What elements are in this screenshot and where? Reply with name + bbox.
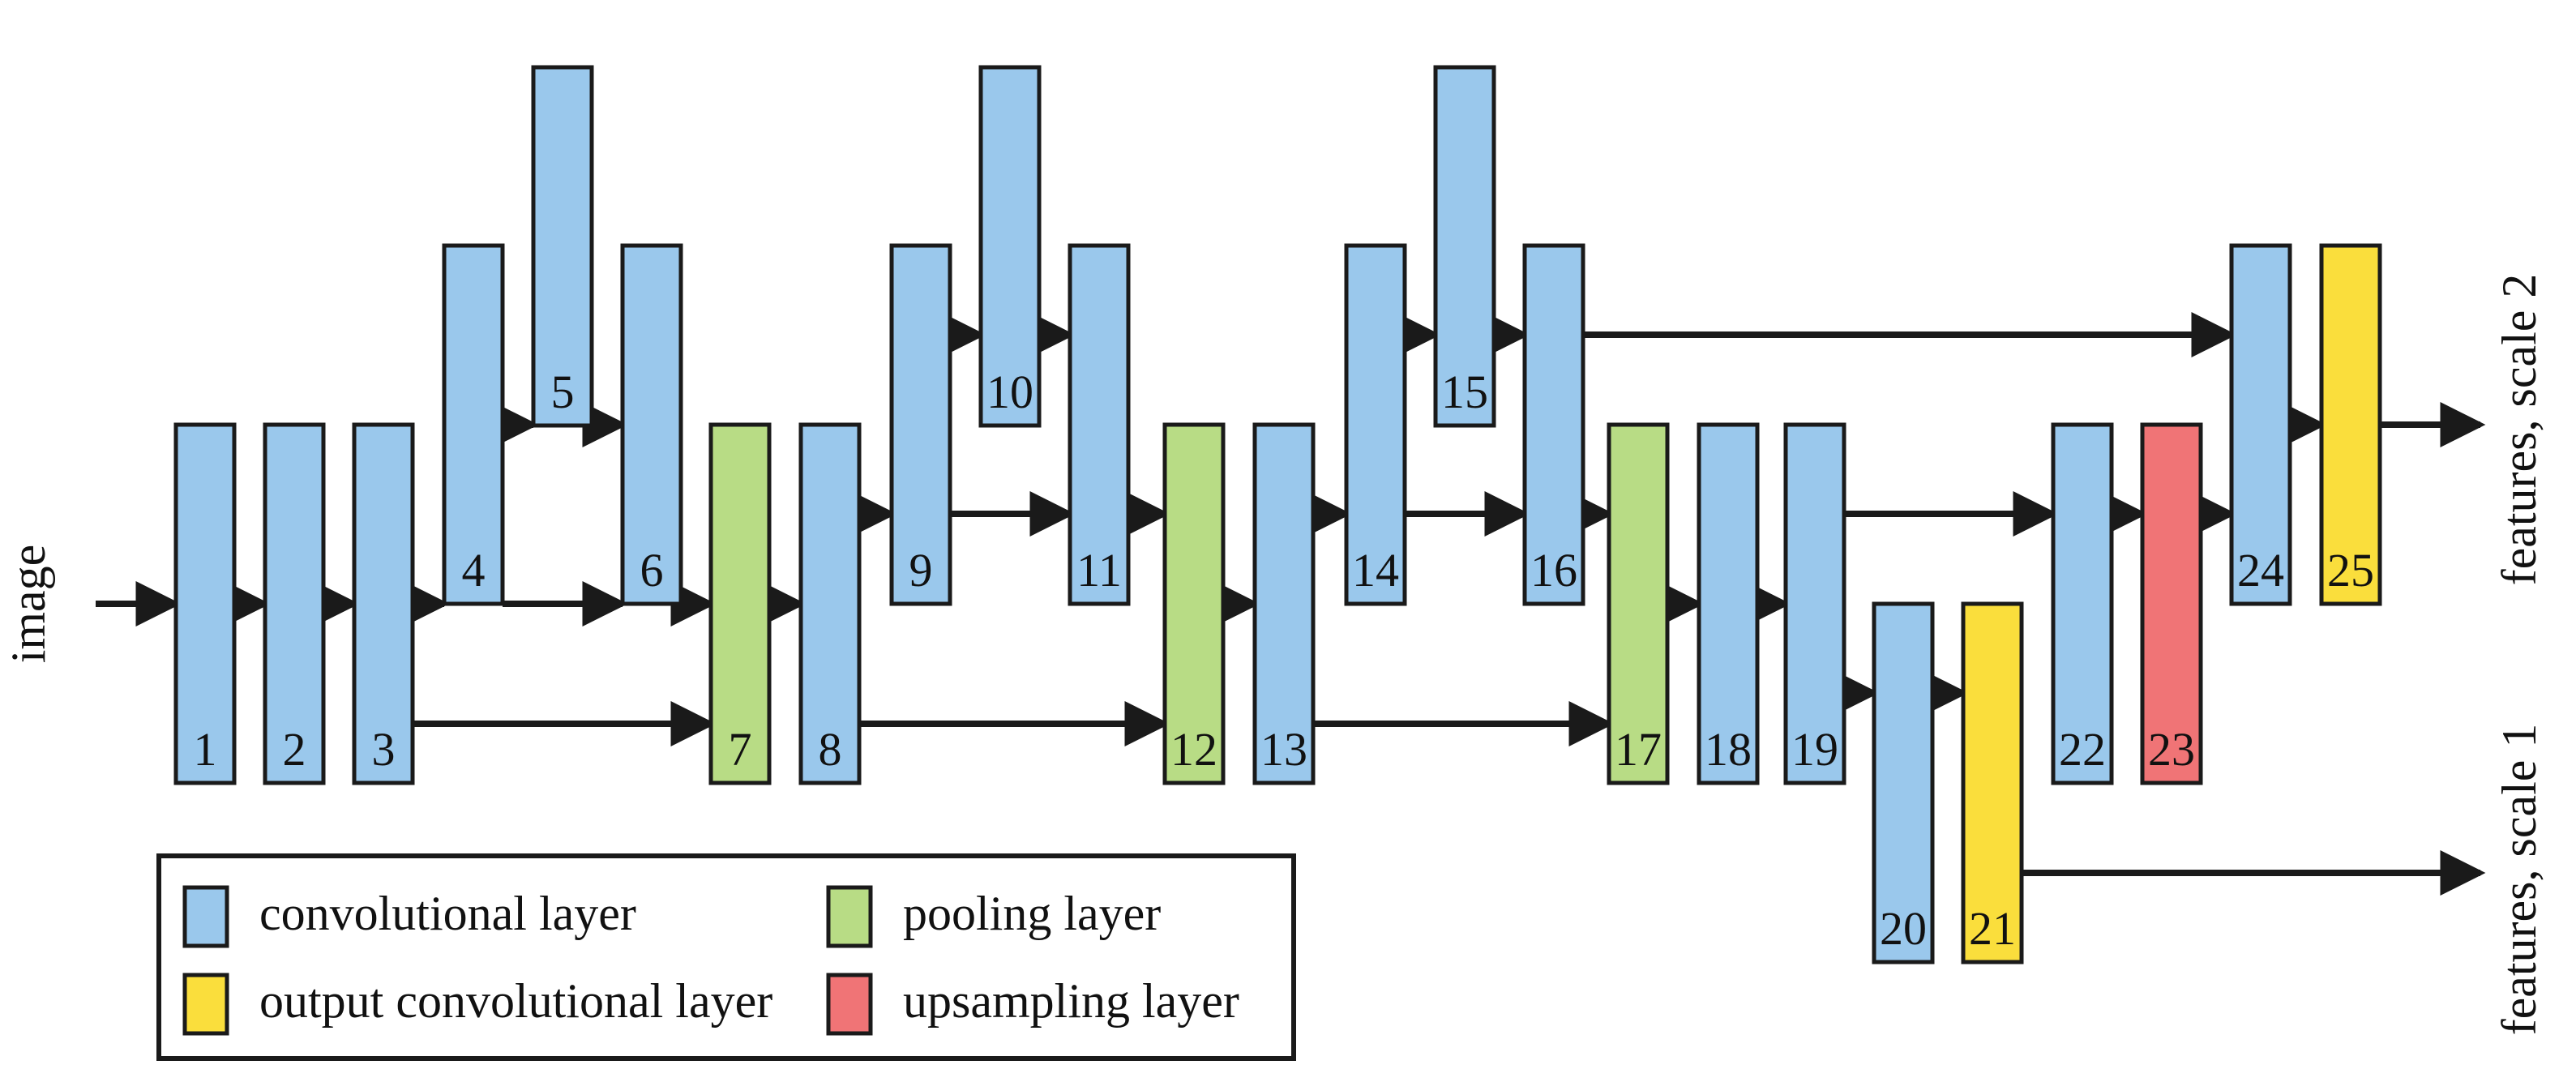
layer-22-convolutional-layer[interactable] bbox=[2051, 422, 2114, 785]
layer-8-label: 8 bbox=[819, 723, 842, 776]
layer-7-label: 7 bbox=[729, 723, 752, 776]
legend-border bbox=[156, 853, 1296, 1061]
layer-20-convolutional-layer[interactable] bbox=[1872, 601, 1935, 964]
layer-17-pooling-layer[interactable] bbox=[1607, 422, 1670, 785]
output-label-scale-2: features, scale 2 bbox=[2493, 274, 2546, 586]
layer-13-label: 13 bbox=[1260, 723, 1307, 776]
layers-group bbox=[173, 65, 2382, 964]
layer-22-label: 22 bbox=[2059, 723, 2106, 776]
input-label: image bbox=[2, 545, 55, 664]
layer-23-upsampling-layer[interactable] bbox=[2140, 422, 2203, 785]
layer-2-label: 2 bbox=[283, 723, 306, 776]
layer-17-label: 17 bbox=[1615, 723, 1662, 776]
layer-6-convolutional-layer[interactable] bbox=[620, 243, 683, 606]
layer-12-label: 12 bbox=[1170, 723, 1217, 776]
layer-18-label: 18 bbox=[1705, 723, 1752, 776]
layer-3-convolutional-layer[interactable] bbox=[352, 422, 415, 785]
layer-19-label: 19 bbox=[1791, 723, 1838, 776]
layer-9-label: 9 bbox=[909, 544, 933, 597]
layer-11-label: 11 bbox=[1076, 544, 1122, 597]
legend-swatch-convolutional-layer bbox=[182, 885, 229, 948]
legend-swatch-pooling-layer bbox=[826, 885, 873, 948]
layer-2-convolutional-layer[interactable] bbox=[263, 422, 326, 785]
layer-14-label: 14 bbox=[1352, 544, 1399, 597]
layer-3-label: 3 bbox=[372, 723, 396, 776]
layer-10-label: 10 bbox=[986, 366, 1033, 418]
output-label-scale-1: features, scale 1 bbox=[2493, 724, 2546, 1036]
layer-8-convolutional-layer[interactable] bbox=[798, 422, 862, 785]
layer-23-label: 23 bbox=[2148, 723, 2195, 776]
layer-4-label: 4 bbox=[462, 544, 486, 597]
layer-25-output-convolutional-layer[interactable] bbox=[2319, 243, 2382, 606]
layer-7-pooling-layer[interactable] bbox=[708, 422, 772, 785]
layer-21-label: 21 bbox=[1969, 902, 2016, 955]
connections-group bbox=[96, 312, 2486, 896]
legend-swatch-output-convolutional-layer bbox=[182, 973, 229, 1036]
legend-label-upsampling-layer: upsampling layer bbox=[903, 974, 1239, 1028]
legend-label-pooling-layer: pooling layer bbox=[903, 887, 1161, 940]
legend-swatch-upsampling-layer bbox=[826, 973, 873, 1036]
layer-13-convolutional-layer[interactable] bbox=[1252, 422, 1316, 785]
layer-16-label: 16 bbox=[1530, 544, 1577, 597]
layer-10-convolutional-layer[interactable] bbox=[978, 65, 1042, 428]
layer-6-label: 6 bbox=[640, 544, 664, 597]
layer-18-convolutional-layer[interactable] bbox=[1697, 422, 1760, 785]
layer-14-convolutional-layer[interactable] bbox=[1344, 243, 1407, 606]
layer-20-label: 20 bbox=[1880, 902, 1927, 955]
layer-21-output-convolutional-layer[interactable] bbox=[1961, 601, 2024, 964]
layer-5-label: 5 bbox=[551, 366, 575, 418]
layer-12-pooling-layer[interactable] bbox=[1162, 422, 1226, 785]
layer-1-label: 1 bbox=[194, 723, 217, 776]
layer-1-convolutional-layer[interactable] bbox=[173, 422, 237, 785]
layer-4-convolutional-layer[interactable] bbox=[442, 243, 505, 606]
layer-25-label: 25 bbox=[2327, 544, 2374, 597]
layer-11-convolutional-layer[interactable] bbox=[1068, 243, 1131, 606]
layer-15-label: 15 bbox=[1441, 366, 1488, 418]
layer-9-convolutional-layer[interactable] bbox=[889, 243, 952, 606]
layer-19-convolutional-layer[interactable] bbox=[1783, 422, 1846, 785]
layer-24-label: 24 bbox=[2237, 544, 2284, 597]
legend-label-convolutional-layer: convolutional layer bbox=[259, 887, 636, 940]
layer-16-convolutional-layer[interactable] bbox=[1522, 243, 1585, 606]
legend: convolutional layer pooling layer output c… bbox=[156, 853, 1296, 1061]
legend-label-output-convolutional-layer: output convolutional layer bbox=[259, 974, 772, 1028]
layer-24-convolutional-layer[interactable] bbox=[2229, 243, 2292, 606]
layer-5-convolutional-layer[interactable] bbox=[531, 65, 594, 428]
layer-15-convolutional-layer[interactable] bbox=[1433, 65, 1496, 428]
